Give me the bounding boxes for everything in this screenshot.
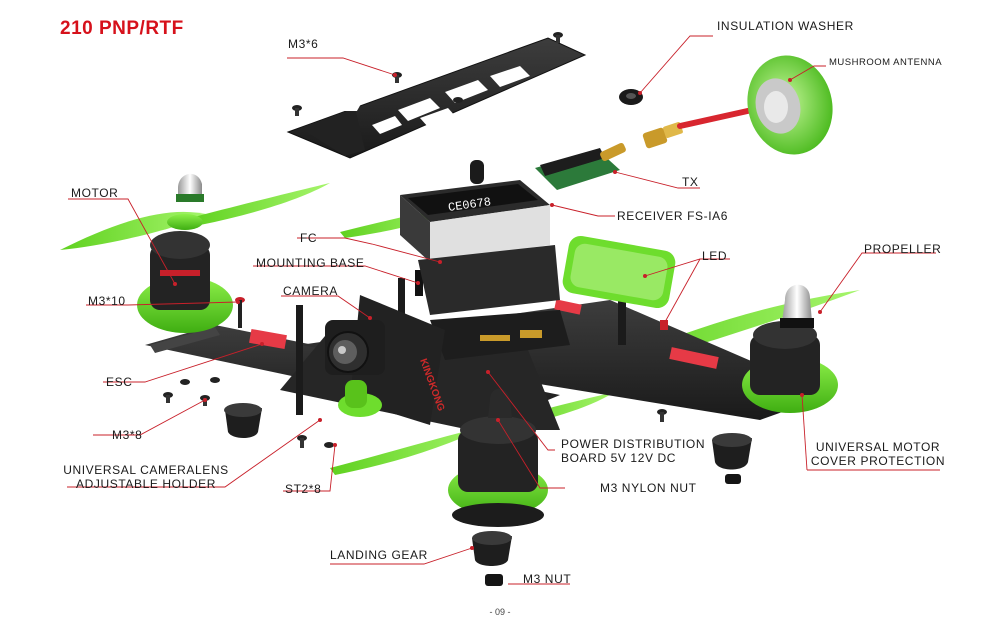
- fc-stack: CE0678: [400, 160, 560, 315]
- label-mushroom-antenna: MUSHROOM ANTENNA: [829, 57, 943, 68]
- label-m3x10: M3*10: [88, 294, 126, 308]
- page-number: - 09 -: [489, 607, 511, 617]
- label-st2x8: ST2*8: [285, 482, 322, 496]
- label-pdb-line2: BOARD 5V 12V DC: [561, 451, 677, 465]
- plate-cutout: [372, 116, 402, 134]
- prop-nut-top: [176, 173, 204, 202]
- label-m3x6: M3*6: [288, 37, 319, 51]
- plate-cutout: [445, 80, 488, 103]
- label-camera-holder-line1: UNIVERSAL CAMERALENS: [63, 463, 229, 477]
- antenna-cable: [677, 107, 755, 129]
- landing-gear-right: [712, 433, 752, 470]
- camera-holder: [338, 380, 382, 417]
- label-tx: TX: [682, 175, 699, 189]
- plate-cutout: [420, 108, 456, 127]
- label-motor-cover: UNIVERSAL MOTOR COVER PROTECTION: [808, 440, 948, 468]
- label-m3x8: M3*8: [112, 428, 143, 442]
- mushroom-antenna: [747, 55, 833, 155]
- label-m3-nylon-nut: M3 NYLON NUT: [600, 481, 697, 495]
- label-pdb-line1: POWER DISTRIBUTION: [561, 437, 706, 451]
- leader-dots: [173, 73, 822, 550]
- label-esc: ESC: [106, 375, 133, 389]
- receiver-print: CE0678: [447, 195, 492, 215]
- label-motor-cover-line1: UNIVERSAL MOTOR: [815, 440, 941, 454]
- top-plate: [286, 37, 587, 159]
- plate-cutout: [398, 98, 440, 121]
- label-insulation-washer: INSULATION WASHER: [717, 19, 854, 33]
- m3-nuts: [485, 474, 741, 586]
- label-motor: MOTOR: [71, 186, 119, 200]
- motor-rear-left: [448, 388, 548, 527]
- motor-front-left: [137, 214, 233, 333]
- label-camera: CAMERA: [283, 284, 338, 298]
- label-motor-cover-line2: COVER PROTECTION: [810, 454, 946, 468]
- insulation-washer: [619, 89, 643, 105]
- label-landing-gear: LANDING GEAR: [330, 548, 428, 562]
- camera: [325, 320, 385, 375]
- tx-module: [535, 142, 626, 190]
- landing-gear-bottom: [472, 531, 512, 566]
- leader-lines: [67, 35, 940, 585]
- label-camera-holder-line2: ADJUSTABLE HOLDER: [75, 477, 216, 491]
- power-distribution-board: [430, 310, 570, 360]
- motor-rear-right: [742, 284, 838, 413]
- label-fc: FC: [300, 231, 318, 245]
- label-mounting-base: MOUNTING BASE: [256, 256, 365, 270]
- landing-gear-left: [224, 403, 262, 438]
- m3x6-screws: [292, 32, 563, 116]
- esc-boards: [249, 299, 719, 369]
- label-receiver: RECEIVER FS-IA6: [617, 209, 729, 223]
- label-propeller: PROPELLER: [864, 242, 942, 256]
- label-led: LED: [702, 249, 728, 263]
- label-pdb: POWER DISTRIBUTION BOARD 5V 12V DC: [561, 437, 705, 465]
- led-housing: [562, 235, 676, 330]
- plate-cutout: [490, 66, 530, 87]
- label-m3-nut: M3 NUT: [523, 572, 572, 586]
- page-title: 210 PNP/RTF: [60, 18, 184, 39]
- label-camera-holder: UNIVERSAL CAMERALENS ADJUSTABLE HOLDER: [60, 463, 232, 491]
- plate-cutout: [330, 95, 367, 111]
